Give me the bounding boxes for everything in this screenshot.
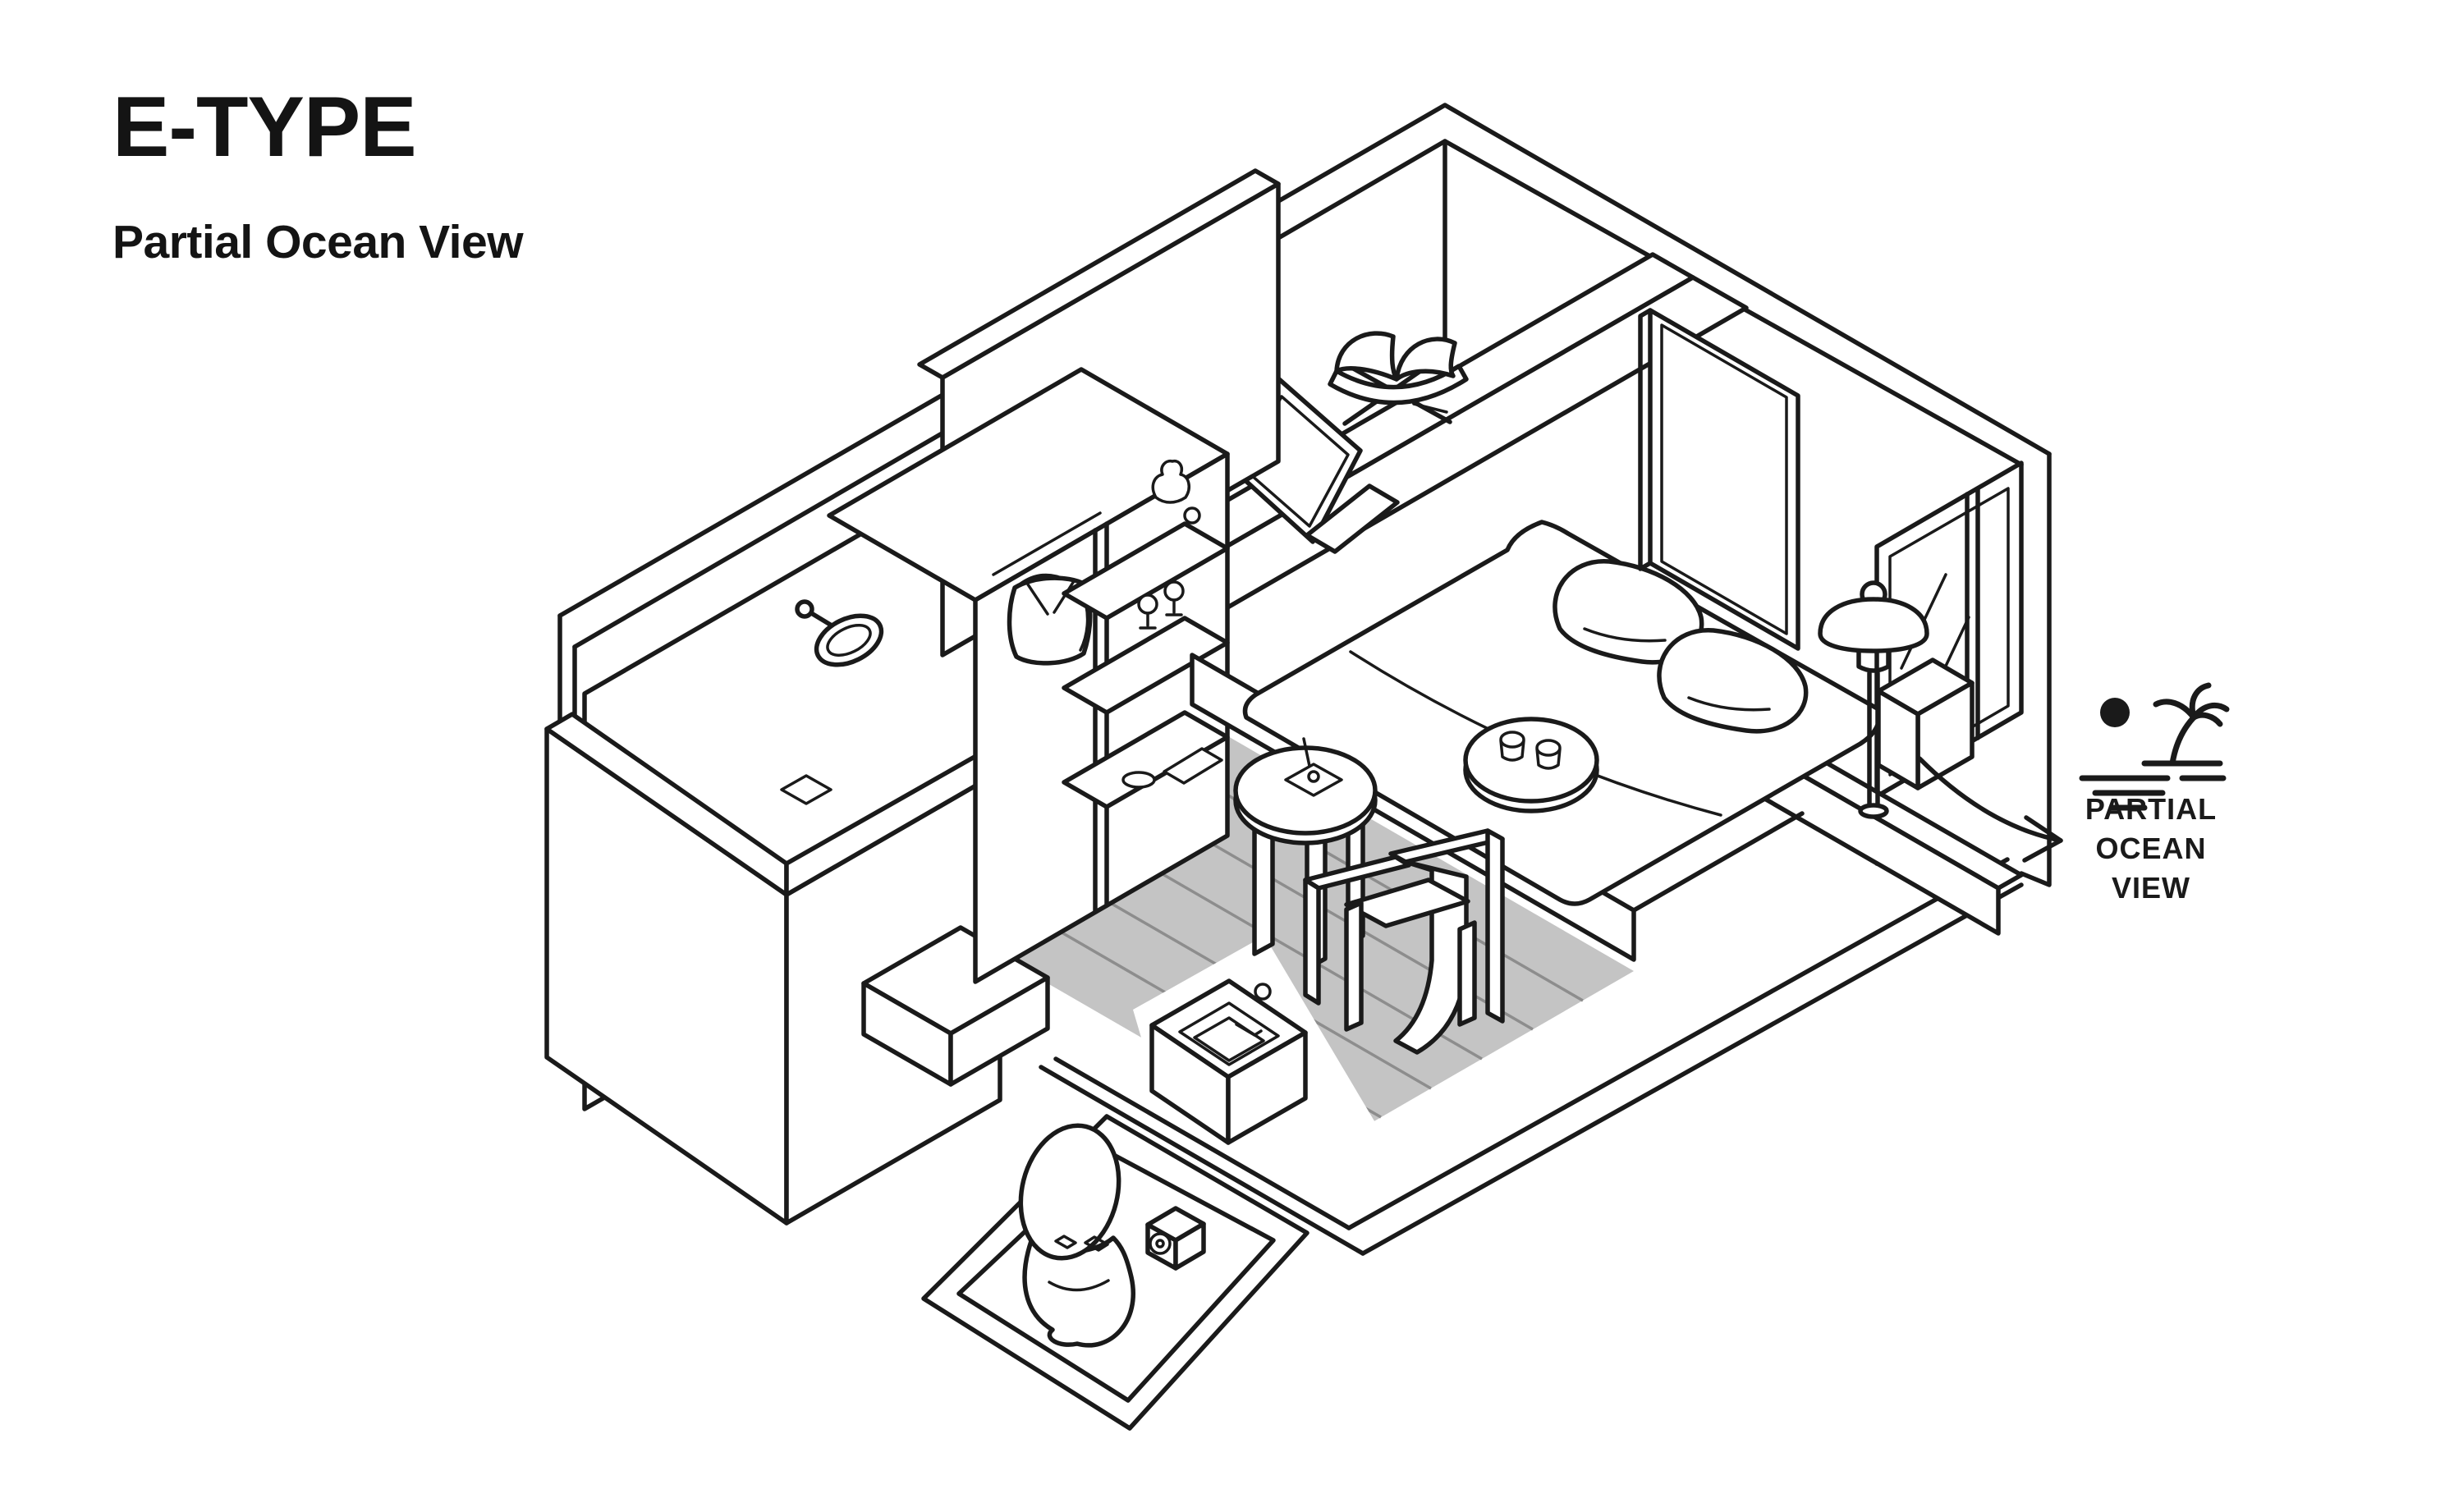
bed — [1190, 520, 1882, 962]
shower-head-icon — [814, 613, 884, 667]
curved-arrow-icon — [1917, 756, 2063, 843]
floor-front-right-edge — [1360, 882, 2024, 1256]
chair — [1303, 828, 1505, 1055]
tray-icon — [1163, 747, 1223, 785]
side-table — [1233, 737, 1378, 971]
toilet-bowl-line — [1048, 1279, 1110, 1292]
chair-left-leg — [1303, 877, 1321, 1006]
toilet-bowl — [1022, 1235, 1135, 1348]
floor-border-left — [1053, 1056, 1351, 1230]
frame-inner — [1660, 323, 1788, 635]
toilet-lid — [1018, 1123, 1121, 1261]
faucet-icon — [1254, 983, 1272, 1001]
shower — [795, 599, 884, 667]
wall-outer-top-edge — [557, 103, 2052, 618]
glasses-icon — [1137, 580, 1185, 630]
bottle-icon — [1151, 459, 1190, 504]
lamp-pole — [1867, 671, 1880, 812]
floor-front-left-edge — [1039, 1065, 1365, 1256]
jar-icon — [1183, 506, 1201, 525]
bowl-icon — [1121, 771, 1156, 789]
faucet-lever — [1235, 1023, 1263, 1037]
mat-inner — [956, 1150, 1276, 1403]
view-label-line-2: OCEAN — [2095, 832, 2206, 865]
book-pen — [1412, 402, 1448, 414]
toilet — [1018, 1123, 1135, 1348]
duvet — [1242, 520, 1882, 906]
shower-drain — [780, 774, 832, 805]
table-item — [1284, 763, 1343, 797]
mat-outer — [921, 1114, 1309, 1431]
page-subtitle: Partial Ocean View — [112, 216, 524, 268]
table-item-stick — [1302, 737, 1312, 772]
pillow-right — [1657, 628, 1809, 734]
chair-front-leg — [1344, 900, 1364, 1032]
view-label-line-3: VIEW — [2112, 871, 2190, 905]
toilet-paper — [1145, 1206, 1206, 1271]
lamp-neck — [1856, 648, 1891, 673]
view-label-line-1: PARTIAL — [2085, 792, 2217, 826]
cups-icon — [1499, 731, 1562, 770]
lamp-base — [1858, 803, 1889, 819]
floor-edges — [1039, 857, 2024, 1256]
closet-rod — [992, 511, 1102, 576]
arrow-head — [2022, 815, 2063, 863]
bath-mat — [921, 1114, 1309, 1431]
pillow-left — [1553, 559, 1704, 665]
nightstand — [1876, 657, 1975, 790]
page-title: E-TYPE — [112, 80, 417, 175]
chair-right-leg — [1457, 920, 1477, 1027]
table-lamp — [1818, 580, 1929, 819]
wall-right-corner — [2019, 451, 2052, 887]
chair-back-leg — [1485, 828, 1505, 1024]
serving-tray — [1463, 717, 1599, 813]
room-walls — [557, 103, 2052, 887]
frame-front — [1648, 308, 1800, 651]
paper-roll — [1149, 1232, 1172, 1255]
cabinet-top — [917, 168, 1281, 380]
book-stand — [1328, 331, 1469, 426]
waves-icon — [2079, 760, 2227, 811]
pillows — [1553, 559, 1809, 734]
bed-platform-right-edge — [1631, 811, 1805, 913]
minibar-items — [1121, 459, 1223, 789]
chair-seat — [1344, 877, 1470, 928]
lamp-shade — [1818, 597, 1929, 653]
picture-frame — [1638, 308, 1800, 651]
book-cover — [1328, 364, 1469, 405]
shower-arm-mount — [795, 599, 814, 619]
sink — [1149, 978, 1308, 1145]
sun-icon — [2100, 698, 2130, 727]
book-page-left — [1334, 331, 1399, 382]
sink-basin — [1178, 1001, 1280, 1066]
frame-edge — [1638, 308, 1653, 571]
laptop-keyboard — [1305, 483, 1400, 554]
wardrobe-minibar — [827, 367, 1230, 984]
floor-border-right — [1346, 857, 2010, 1230]
palm-tree-icon — [2153, 682, 2230, 767]
book-page-right — [1394, 337, 1457, 382]
sink-right-face — [1226, 1030, 1308, 1145]
sun-palm-waves-icon — [2079, 682, 2230, 811]
ocean-view-callout: PARTIAL OCEAN VIEW — [1917, 682, 2230, 905]
bathroom-walls — [544, 712, 1050, 1226]
toilet-hinge — [1054, 1235, 1109, 1252]
